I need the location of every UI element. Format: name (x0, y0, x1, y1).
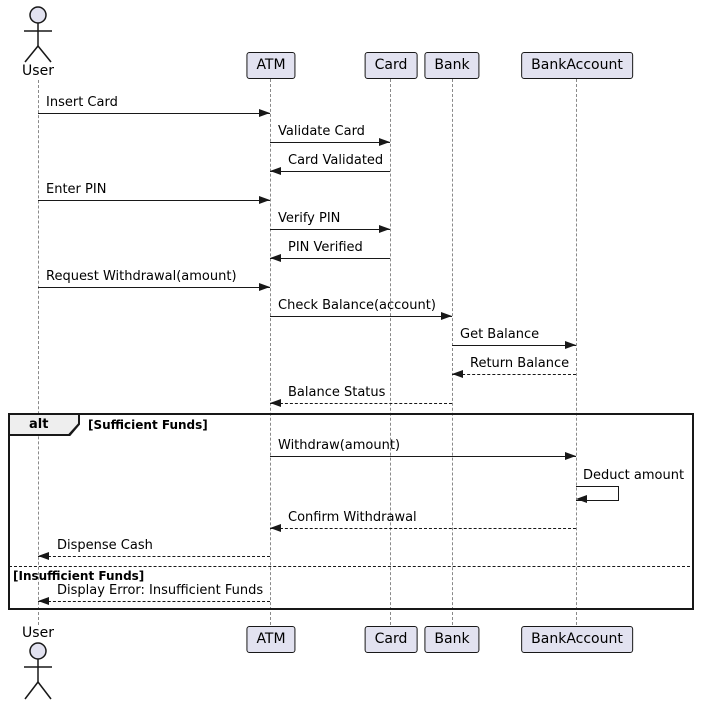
arrowhead-icon (270, 399, 281, 407)
message-line (38, 113, 270, 114)
message-line (270, 258, 390, 259)
participant-box-card-bottom: Card (364, 626, 418, 653)
message-label: Card Validated (288, 153, 384, 168)
message-line (270, 456, 576, 457)
message-line (452, 345, 576, 346)
message-line (38, 200, 270, 201)
message-line (452, 374, 576, 375)
arrowhead-icon (259, 283, 270, 291)
arrowhead-icon (38, 552, 49, 560)
message-label: Insert Card (46, 95, 118, 110)
alt-guard-sufficient: [Sufficient Funds] (88, 418, 208, 432)
lifeline-card (390, 79, 391, 625)
message-line (270, 229, 390, 230)
lifeline-atm (270, 79, 271, 625)
message-label: Confirm Withdrawal (288, 510, 417, 525)
arrowhead-icon (379, 225, 390, 233)
message-label: Enter PIN (46, 182, 107, 197)
message-line (38, 601, 270, 602)
message-label: Get Balance (460, 327, 540, 342)
arrowhead-icon (270, 254, 281, 262)
message-label: Validate Card (278, 124, 365, 139)
participant-label-user-top: User (22, 63, 54, 79)
alt-divider (9, 566, 690, 567)
user-actor-icon (24, 642, 52, 700)
participant-box-atm-bottom: ATM (246, 626, 296, 653)
alt-operator: alt (10, 415, 78, 434)
message-line (38, 556, 270, 557)
arrowhead-icon (441, 312, 452, 320)
message-label: Withdraw(amount) (278, 438, 401, 453)
arrowhead-icon (565, 341, 576, 349)
arrowhead-icon (452, 370, 463, 378)
alt-frame (8, 413, 694, 610)
message-line (270, 403, 452, 404)
message-label: Return Balance (470, 356, 570, 371)
arrowhead-icon (379, 138, 390, 146)
message-label: Request Withdrawal(amount) (46, 269, 237, 284)
lifeline-user (38, 80, 39, 625)
participant-box-atm-top: ATM (246, 52, 296, 79)
participant-box-bank-bottom: Bank (424, 626, 480, 653)
alt-operator-label: alt (29, 417, 49, 432)
message-label: Deduct amount (583, 468, 685, 483)
message-label: Verify PIN (278, 211, 341, 226)
alt-guard-insufficient: [Insufficient Funds] (13, 569, 145, 583)
arrowhead-icon (259, 196, 270, 204)
arrowhead-icon (565, 452, 576, 460)
arrowhead-icon (38, 597, 49, 605)
message-line (270, 528, 576, 529)
participant-box-card-top: Card (364, 52, 418, 79)
message-line (38, 287, 270, 288)
message-line (270, 316, 452, 317)
arrowhead-icon (270, 167, 281, 175)
message-label: Display Error: Insufficient Funds (57, 583, 264, 598)
message-line (270, 142, 390, 143)
participant-box-bank-top: Bank (424, 52, 480, 79)
arrowhead-icon (270, 524, 281, 532)
arrowhead-icon (576, 495, 587, 503)
message-line (270, 171, 390, 172)
participant-label-user-bottom: User (22, 625, 54, 641)
arrowhead-icon (259, 109, 270, 117)
participant-box-bankaccount-top: BankAccount (521, 52, 633, 79)
self-message-loop (576, 486, 619, 501)
participant-box-bankaccount-bottom: BankAccount (521, 626, 633, 653)
message-label: Check Balance(account) (278, 298, 436, 313)
message-label: Dispense Cash (57, 538, 153, 553)
user-actor-icon (24, 6, 52, 63)
lifeline-bankaccount (576, 79, 577, 625)
lifeline-bank (452, 79, 453, 625)
message-label: Balance Status (288, 385, 386, 400)
message-label: PIN Verified (288, 240, 363, 255)
